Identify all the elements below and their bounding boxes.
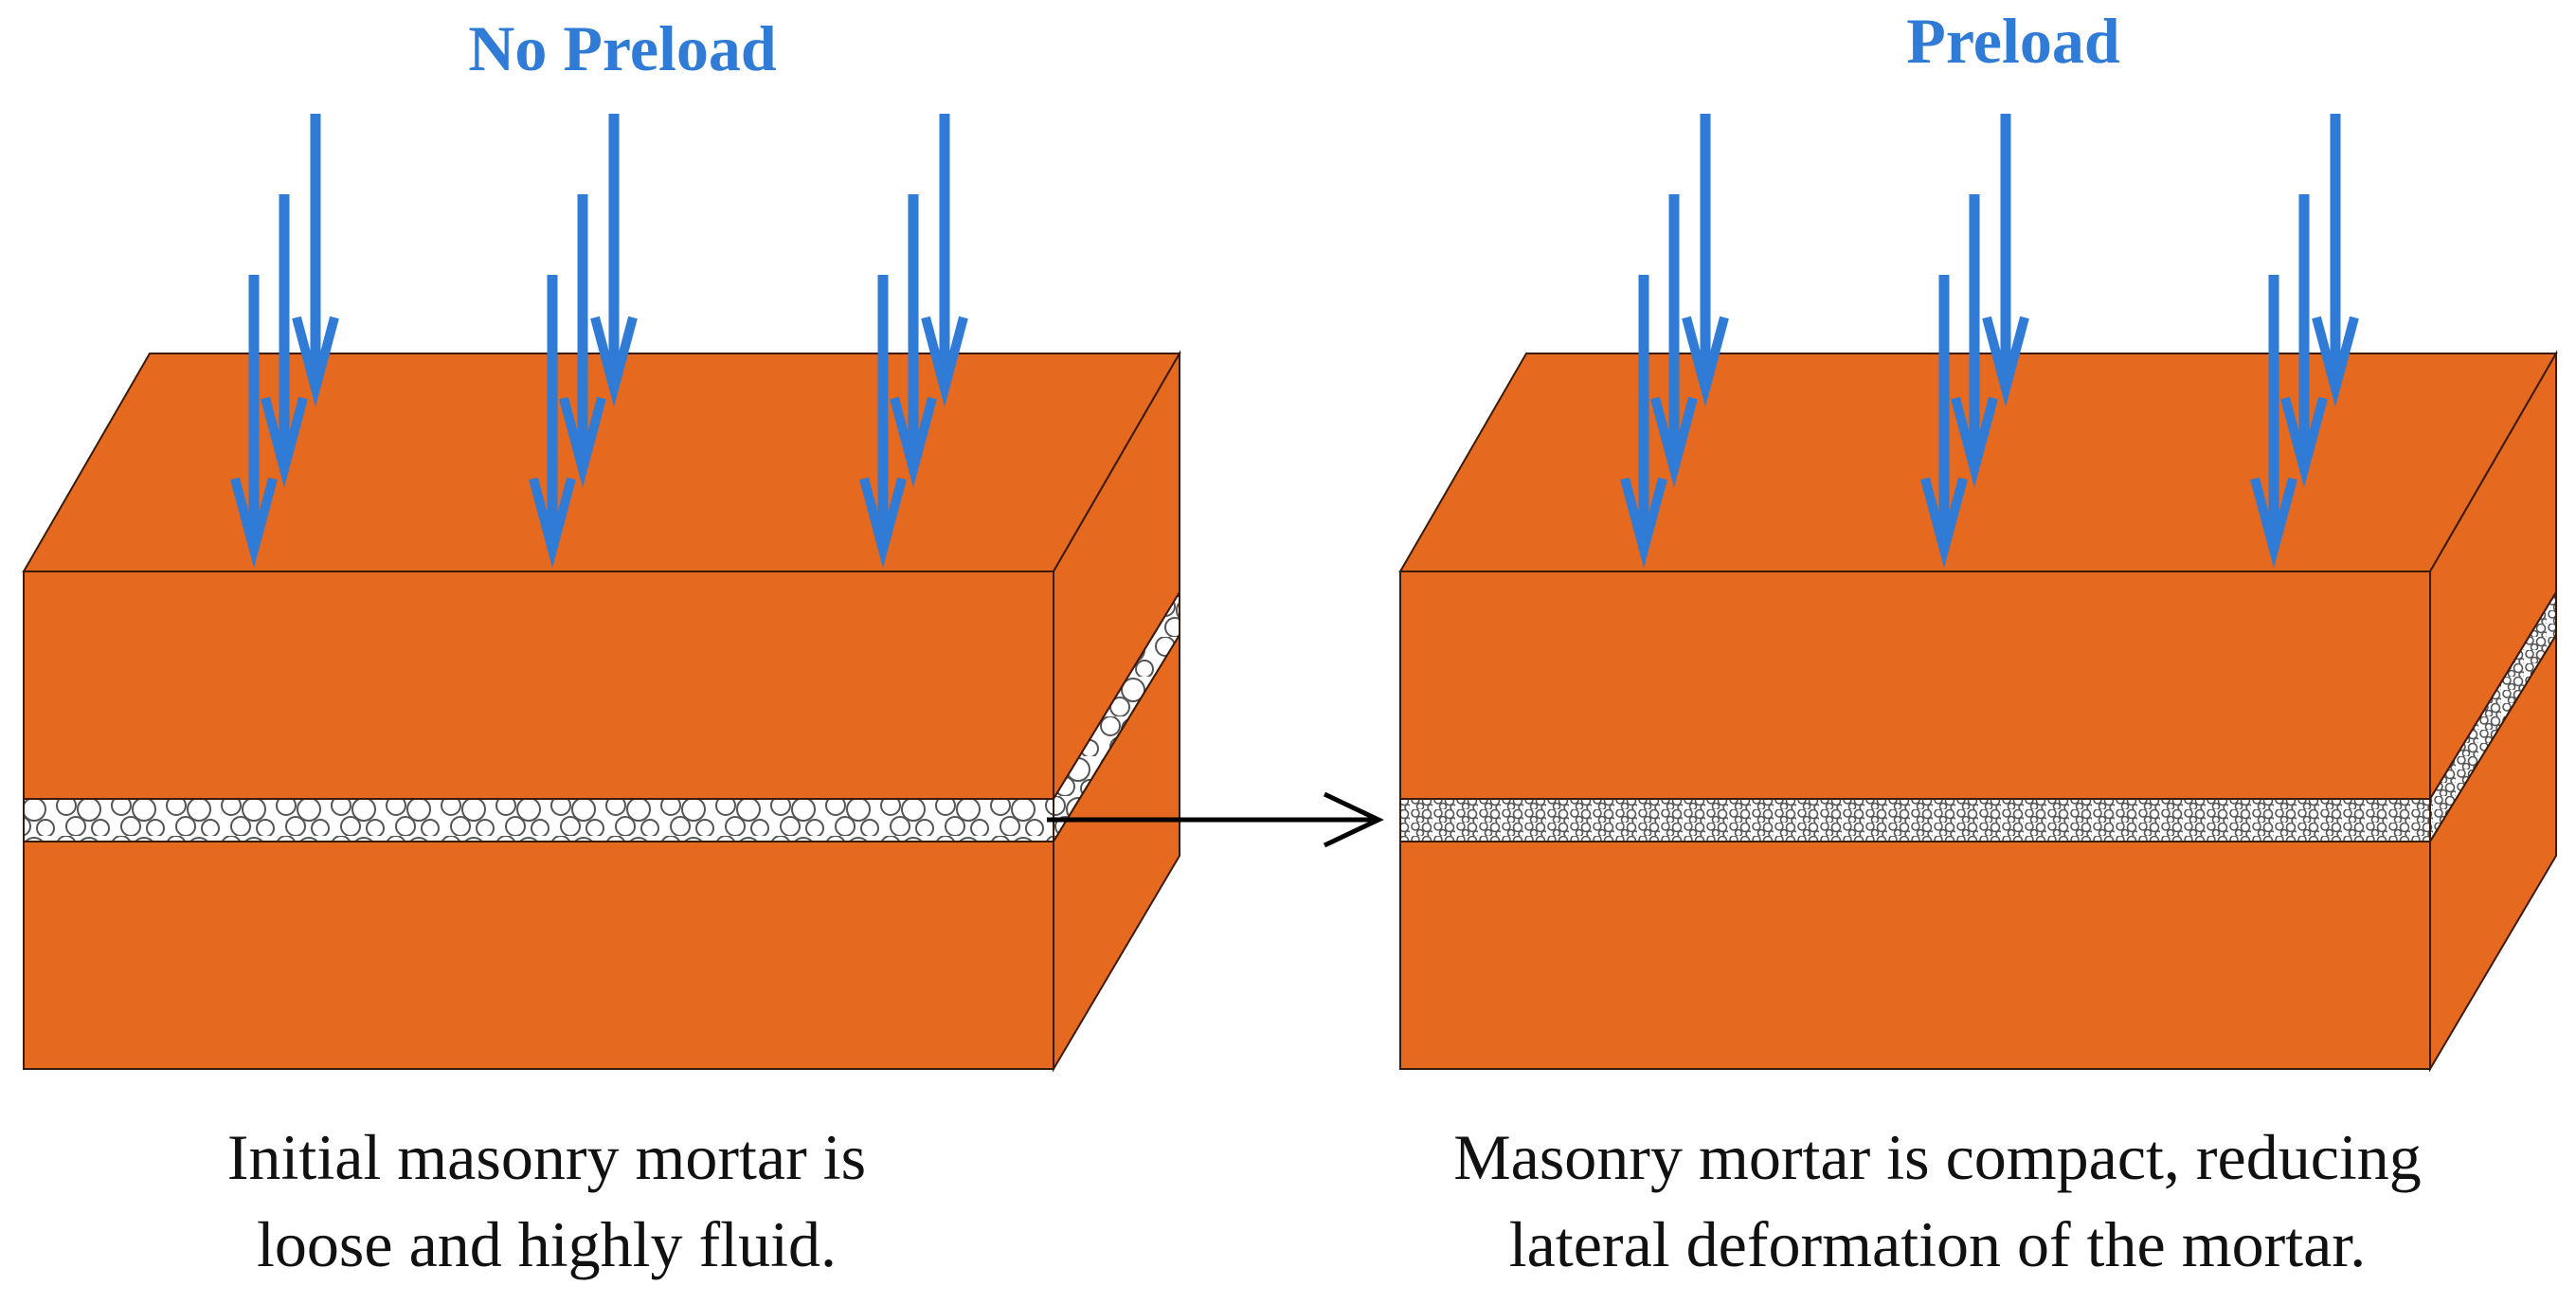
right-load-arrow-group-1-arrow-2 — [1650, 194, 1698, 488]
left-load-arrows — [230, 114, 968, 569]
right-mortar-front — [1399, 798, 2431, 842]
right-load-arrow-group-2-arrow-1 — [1982, 114, 2029, 408]
left-load-arrow-group-2-arrow-2 — [559, 194, 606, 488]
right-load-arrow-group-3-arrow-3 — [2250, 275, 2297, 569]
left-load-arrow-group-2-arrow-1 — [590, 114, 638, 408]
right-load-arrow-group-1-arrow-1 — [1682, 114, 1729, 408]
left-caption-line-2: loose and highly fluid. — [257, 1208, 837, 1280]
right-bottom-brick — [1399, 631, 2557, 1073]
left-panel — [22, 350, 1181, 1073]
right-panel-title: Preload — [1906, 5, 2120, 77]
left-load-arrow-group-1-arrow-2 — [261, 194, 308, 488]
right-caption-line-1: Masonry mortar is compact, reducing — [1453, 1121, 2422, 1193]
left-load-arrow-group-3-arrow-3 — [859, 275, 907, 569]
left-load-arrow-group-2-arrow-3 — [529, 275, 576, 569]
left-load-arrow-group-1-arrow-3 — [230, 275, 278, 569]
right-load-arrow-group-3-arrow-1 — [2312, 114, 2359, 408]
left-bottom-brick-front-face — [23, 841, 1054, 1070]
left-caption-line-1: Initial masonry mortar is — [227, 1121, 866, 1193]
left-mortar-front — [23, 798, 1054, 842]
right-caption-line-2: lateral deformation of the mortar. — [1509, 1208, 2366, 1280]
right-load-arrow-group-2-arrow-2 — [1951, 194, 1998, 488]
left-bottom-brick — [23, 631, 1180, 1073]
left-top-brick-front-face — [23, 570, 1054, 800]
transition-arrow — [1047, 791, 1384, 848]
left-top-brick — [22, 350, 1181, 803]
right-load-arrow-group-1-arrow-3 — [1620, 275, 1667, 569]
left-load-arrow-group-3-arrow-1 — [921, 114, 968, 408]
left-top-brick-top-face — [22, 353, 1181, 572]
right-load-arrows — [1620, 114, 2359, 569]
right-top-brick-front-face — [1399, 570, 2431, 800]
left-load-arrow-group-1-arrow-1 — [292, 114, 339, 408]
left-load-arrow-group-3-arrow-2 — [890, 194, 937, 488]
left-panel-title: No Preload — [468, 12, 777, 84]
left-mortar-layer — [23, 589, 1180, 845]
right-load-arrow-group-2-arrow-3 — [1920, 275, 1968, 569]
right-mortar-layer — [1399, 589, 2557, 845]
right-bottom-brick-front-face — [1399, 841, 2431, 1070]
right-load-arrow-group-3-arrow-2 — [2280, 194, 2328, 488]
